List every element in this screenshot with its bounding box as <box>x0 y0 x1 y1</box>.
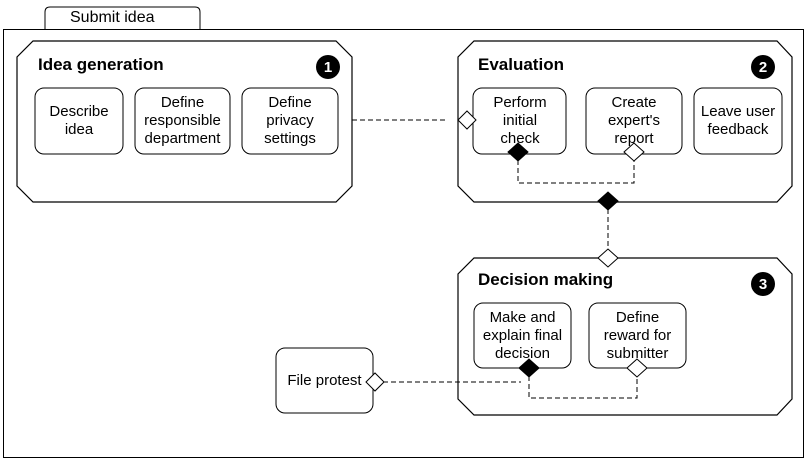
activity-box-define-department <box>134 87 231 155</box>
group-title-idea-generation: Idea generation <box>38 55 164 74</box>
step-number-badge-2: 2 <box>751 55 775 79</box>
activity-label-final-decision: Make and explain final decision <box>482 308 563 362</box>
filled-diamond-evaluation-out <box>597 191 619 211</box>
open-diamond-decision-in <box>597 248 619 268</box>
connector-decision-reward <box>528 376 638 399</box>
activity-label-perform-check: Perform initial check <box>493 94 547 147</box>
frame-tab-label: Submit idea <box>70 9 155 26</box>
activity-box-define-privacy <box>241 87 339 155</box>
filled-diamond-final-decision <box>518 358 540 378</box>
open-diamond-report <box>623 142 645 162</box>
activity-label-describe-idea: Describe idea <box>49 103 109 138</box>
group-title-decision-making: Decision making <box>478 270 614 289</box>
open-diamond-evaluation-in <box>457 110 477 130</box>
frame-tab <box>44 6 201 29</box>
activity-label-define-department: Define responsible department <box>144 94 221 147</box>
activity-label-define-reward: Define reward for submitter <box>603 308 672 362</box>
step-number-badge-1: 1 <box>316 55 340 79</box>
open-diamond-reward <box>626 358 648 378</box>
activity-label-create-report: Create expert's report <box>607 94 661 147</box>
activity-label-file-protest: File protest <box>287 371 362 389</box>
outer-frame <box>3 29 804 458</box>
open-diamond-protest <box>365 372 385 392</box>
filled-diamond-check <box>507 142 529 162</box>
group-title-evaluation: Evaluation <box>478 55 564 74</box>
activity-box-describe-idea <box>34 87 124 155</box>
activity-label-define-privacy: Define privacy settings <box>264 94 316 147</box>
activity-box-leave-feedback <box>693 87 783 155</box>
connectors <box>352 119 638 399</box>
connector-check-report <box>517 160 635 184</box>
activity-label-leave-feedback: Leave user feedback <box>700 103 776 138</box>
step-number-badge-3: 3 <box>751 272 775 296</box>
